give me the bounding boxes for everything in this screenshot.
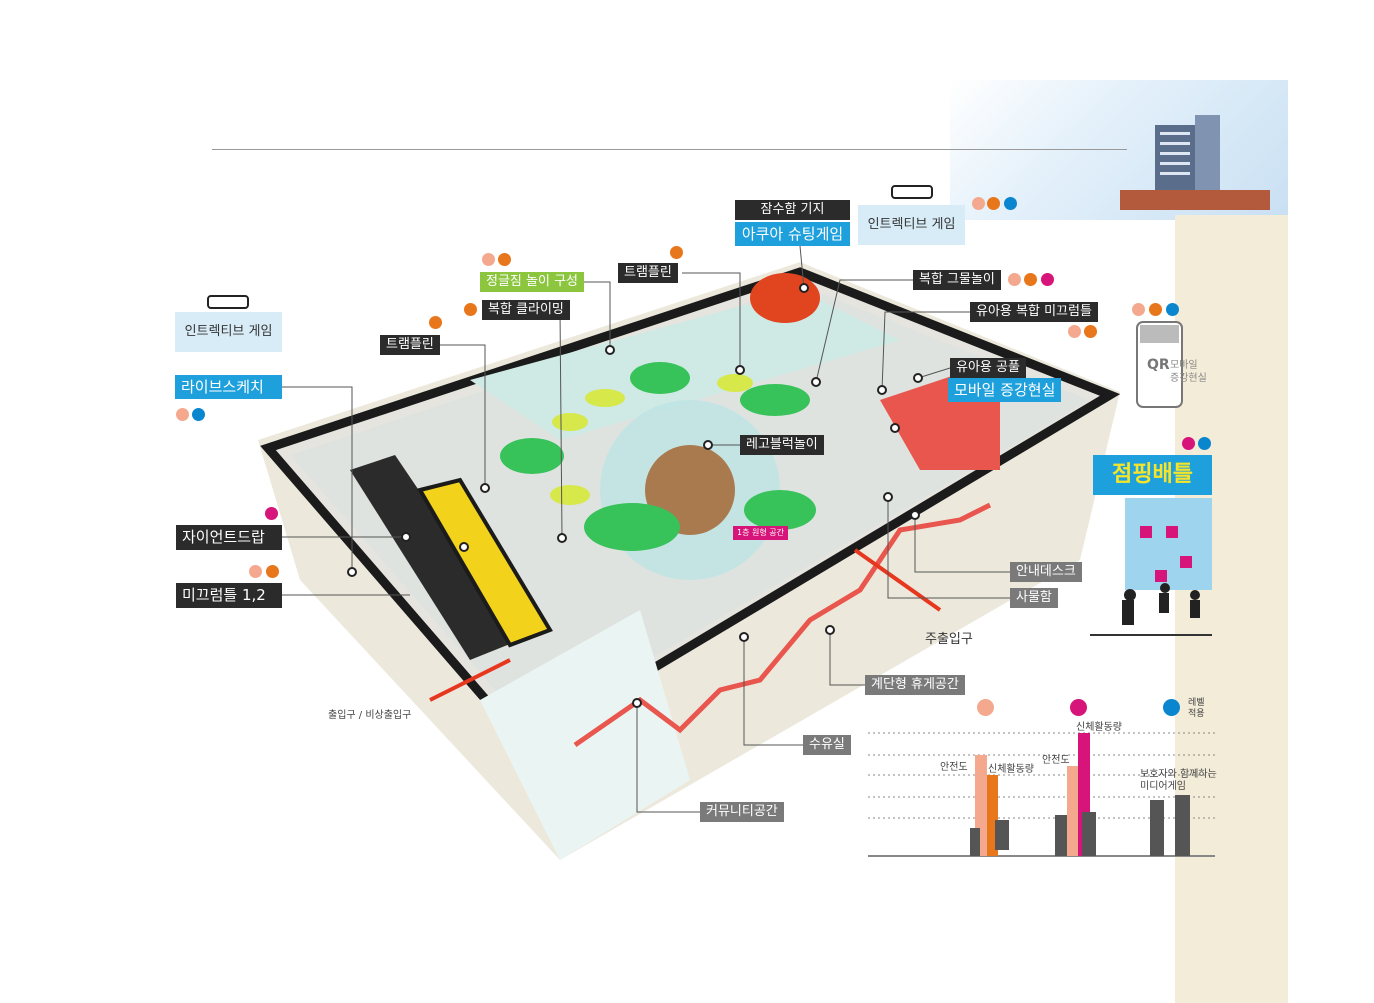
slide-2	[416, 477, 553, 648]
jumping-battle-grid	[1090, 498, 1212, 636]
group3-text-1: 보호자와 함께하는	[1140, 769, 1217, 780]
dot-pink	[1068, 325, 1081, 338]
label-stair-lounge[interactable]: 계단형 휴게공간	[865, 675, 965, 695]
bar-activity-1	[987, 775, 998, 856]
slide-1	[350, 455, 520, 660]
building-image	[1120, 115, 1270, 210]
level-label-2: 적용	[1188, 709, 1205, 719]
legend-dot-magenta	[1070, 699, 1087, 716]
back-rooms	[470, 290, 900, 440]
legend-dot-blue	[1163, 699, 1180, 716]
dot-magenta	[1041, 273, 1054, 286]
dot-orange	[266, 565, 279, 578]
qr-phone-icon	[1136, 321, 1183, 408]
label-giant-drop[interactable]: 자이언트드랍	[176, 525, 282, 550]
markers	[347, 283, 923, 708]
projector-icon	[207, 295, 249, 309]
group3-text-2: 미디어게임	[1140, 781, 1186, 792]
divider-line	[212, 149, 1127, 150]
legend-dot-pink	[977, 699, 994, 716]
dot-orange	[1024, 273, 1037, 286]
projector-icon	[891, 185, 933, 199]
label-slide-1-2[interactable]: 미끄럼틀 1,2	[176, 583, 282, 608]
dot-orange	[464, 303, 477, 316]
label-trampoline-1[interactable]: 트램플린	[380, 335, 440, 355]
label-info-desk[interactable]: 안내데스크	[1010, 562, 1082, 582]
dot-pink	[972, 197, 985, 210]
dot-orange	[987, 197, 1000, 210]
label-nursing-room[interactable]: 수유실	[803, 735, 851, 755]
dot-blue	[1004, 197, 1017, 210]
dot-magenta	[265, 507, 278, 520]
label-entrance-emergency[interactable]: 출입구 / 비상출입구	[328, 710, 412, 721]
qr-text-2: 증강현실	[1170, 373, 1207, 384]
dot-pink	[249, 565, 262, 578]
dot-pink	[482, 253, 495, 266]
dot-orange	[498, 253, 511, 266]
dot-orange	[429, 316, 442, 329]
label-locker[interactable]: 사물함	[1010, 588, 1058, 608]
label-lego-block[interactable]: 레고블럭놀이	[740, 435, 824, 455]
level-label-1: 레벨	[1188, 698, 1205, 708]
group2-safety: 안전도	[1042, 755, 1070, 766]
qr-text-1: 모바일	[1170, 360, 1198, 371]
dot-blue	[1198, 437, 1211, 450]
label-complex-climbing[interactable]: 복합 클라이밍	[482, 300, 570, 320]
bar-safety-2	[1067, 766, 1078, 856]
label-complex-net[interactable]: 복합 그물놀이	[913, 270, 1001, 290]
label-main-entrance[interactable]: 주출입구	[925, 632, 973, 647]
label-submarine-base[interactable]: 잠수함 기지	[735, 200, 850, 220]
label-mobile-ar[interactable]: 모바일 증강현실	[948, 378, 1062, 402]
label-community-space[interactable]: 커뮤니티공간	[700, 802, 784, 822]
leaf-platforms	[500, 362, 816, 551]
label-first-floor-circle[interactable]: 1층 원형 공간	[733, 526, 788, 540]
label-toddler-slide[interactable]: 유아용 복합 미끄럼틀	[970, 302, 1098, 322]
label-jumping-battle[interactable]: 점핑배틀	[1093, 455, 1212, 495]
dot-blue	[192, 408, 205, 421]
label-live-sketch[interactable]: 라이브스케치	[175, 375, 282, 399]
group2-activity: 신체활동량	[1076, 722, 1122, 733]
label-trampoline-2[interactable]: 트램플린	[618, 263, 678, 283]
dot-magenta	[1182, 437, 1195, 450]
label-jungle-gym[interactable]: 정글짐 놀이 구성	[480, 272, 584, 292]
dot-orange	[1149, 303, 1162, 316]
dot-pink	[176, 408, 189, 421]
label-interactive-game-left: 인트렉티브 게임	[175, 312, 282, 352]
silhouettes	[970, 795, 1190, 856]
label-toddler-ball-pool[interactable]: 유아용 공풀	[950, 358, 1026, 378]
level-chart	[868, 732, 1215, 857]
qr-title: QR	[1147, 357, 1170, 373]
dot-pink	[1008, 273, 1021, 286]
label-interactive-game-top: 인트렉티브 게임	[858, 205, 965, 245]
group1-safety: 안전도	[940, 762, 968, 773]
group1-activity: 신체활동량	[988, 764, 1034, 775]
stair-line	[573, 502, 992, 748]
dot-orange	[670, 246, 683, 259]
entrance-arrow	[429, 658, 511, 702]
main-entrance-arrow	[853, 548, 942, 612]
dot-blue	[1166, 303, 1179, 316]
label-aqua-shooting[interactable]: 아쿠아 슈팅게임	[735, 222, 850, 246]
submarine	[750, 273, 820, 323]
dot-pink	[1132, 303, 1145, 316]
dot-orange	[1084, 325, 1097, 338]
